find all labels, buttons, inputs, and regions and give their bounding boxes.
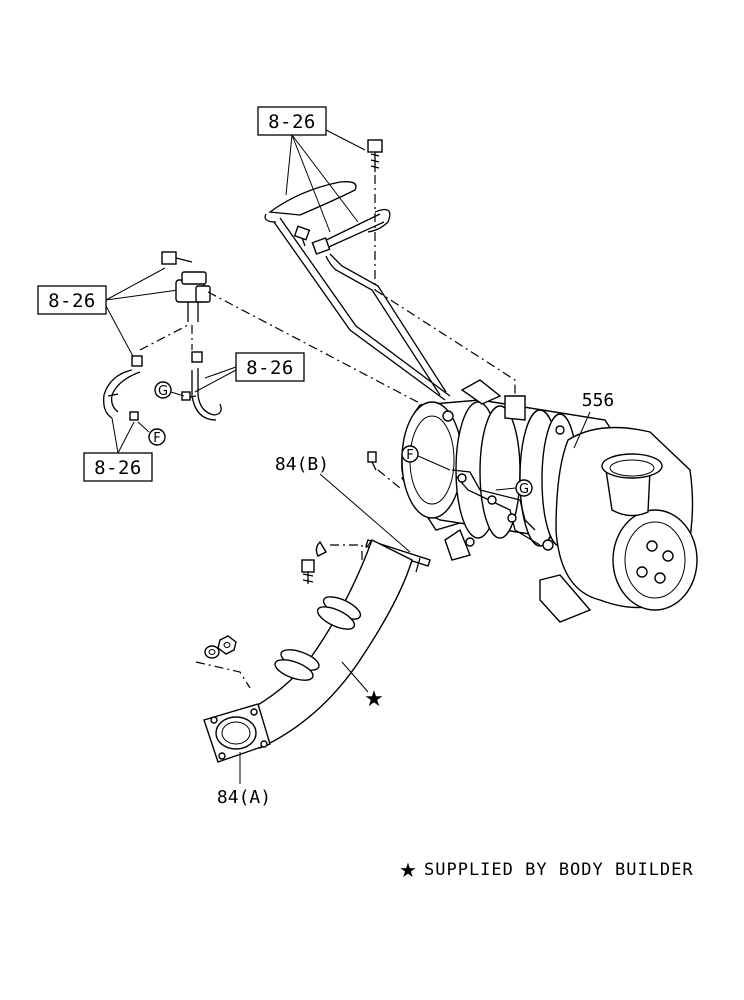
dpf-assembly [400,379,698,623]
ref-box-mid[interactable]: 8-26 [235,352,305,382]
flange-bolt [301,540,380,584]
marker-g-right: G [495,479,533,497]
marker-f-right-label: F [406,448,413,463]
marker-g-left-label: G [158,384,168,399]
exhaust-pipe-84a [203,539,413,763]
star-marker-glyph: ★ [364,687,384,712]
small-bolt-upper [367,451,401,489]
callout-556[interactable]: 556 [573,390,615,449]
ref-box-bottom[interactable]: 8-26 [83,452,153,482]
marker-f-left-label: F [153,431,160,446]
ref-box-mid-label: 8-26 [246,357,294,379]
ref-leaders [105,129,366,454]
callout-84a-label: 84(A) [217,787,271,808]
ref-box-left[interactable]: 8-26 [37,285,107,315]
footnote-text: SUPPLIED BY BODY BUILDER [424,860,694,880]
nuts [195,635,251,689]
ref-box-left-label: 8-26 [48,290,96,312]
pressure-sensor [139,251,449,419]
ref-box-top[interactable]: 8-26 [257,106,327,136]
ref-box-bottom-label: 8-26 [94,457,142,479]
marker-g-right-label: G [519,482,529,497]
marker-g-left: G [154,381,185,399]
callout-84a[interactable]: 84(A) [217,752,271,808]
star-marker: ★ [341,661,384,712]
callout-84b[interactable]: 84(B) [275,454,411,553]
sensor-pipes [264,181,451,401]
footnote-star: ★ [399,858,417,882]
marker-f-left: F [137,421,166,446]
callout-556-label: 556 [582,390,615,411]
ref-box-top-label: 8-26 [268,111,316,133]
footnote: ★ SUPPLIED BY BODY BUILDER [399,858,694,882]
marker-f-right: F [401,445,451,471]
top-bolt [367,139,516,400]
hoses [103,351,222,421]
callout-84b-label: 84(B) [275,454,329,475]
